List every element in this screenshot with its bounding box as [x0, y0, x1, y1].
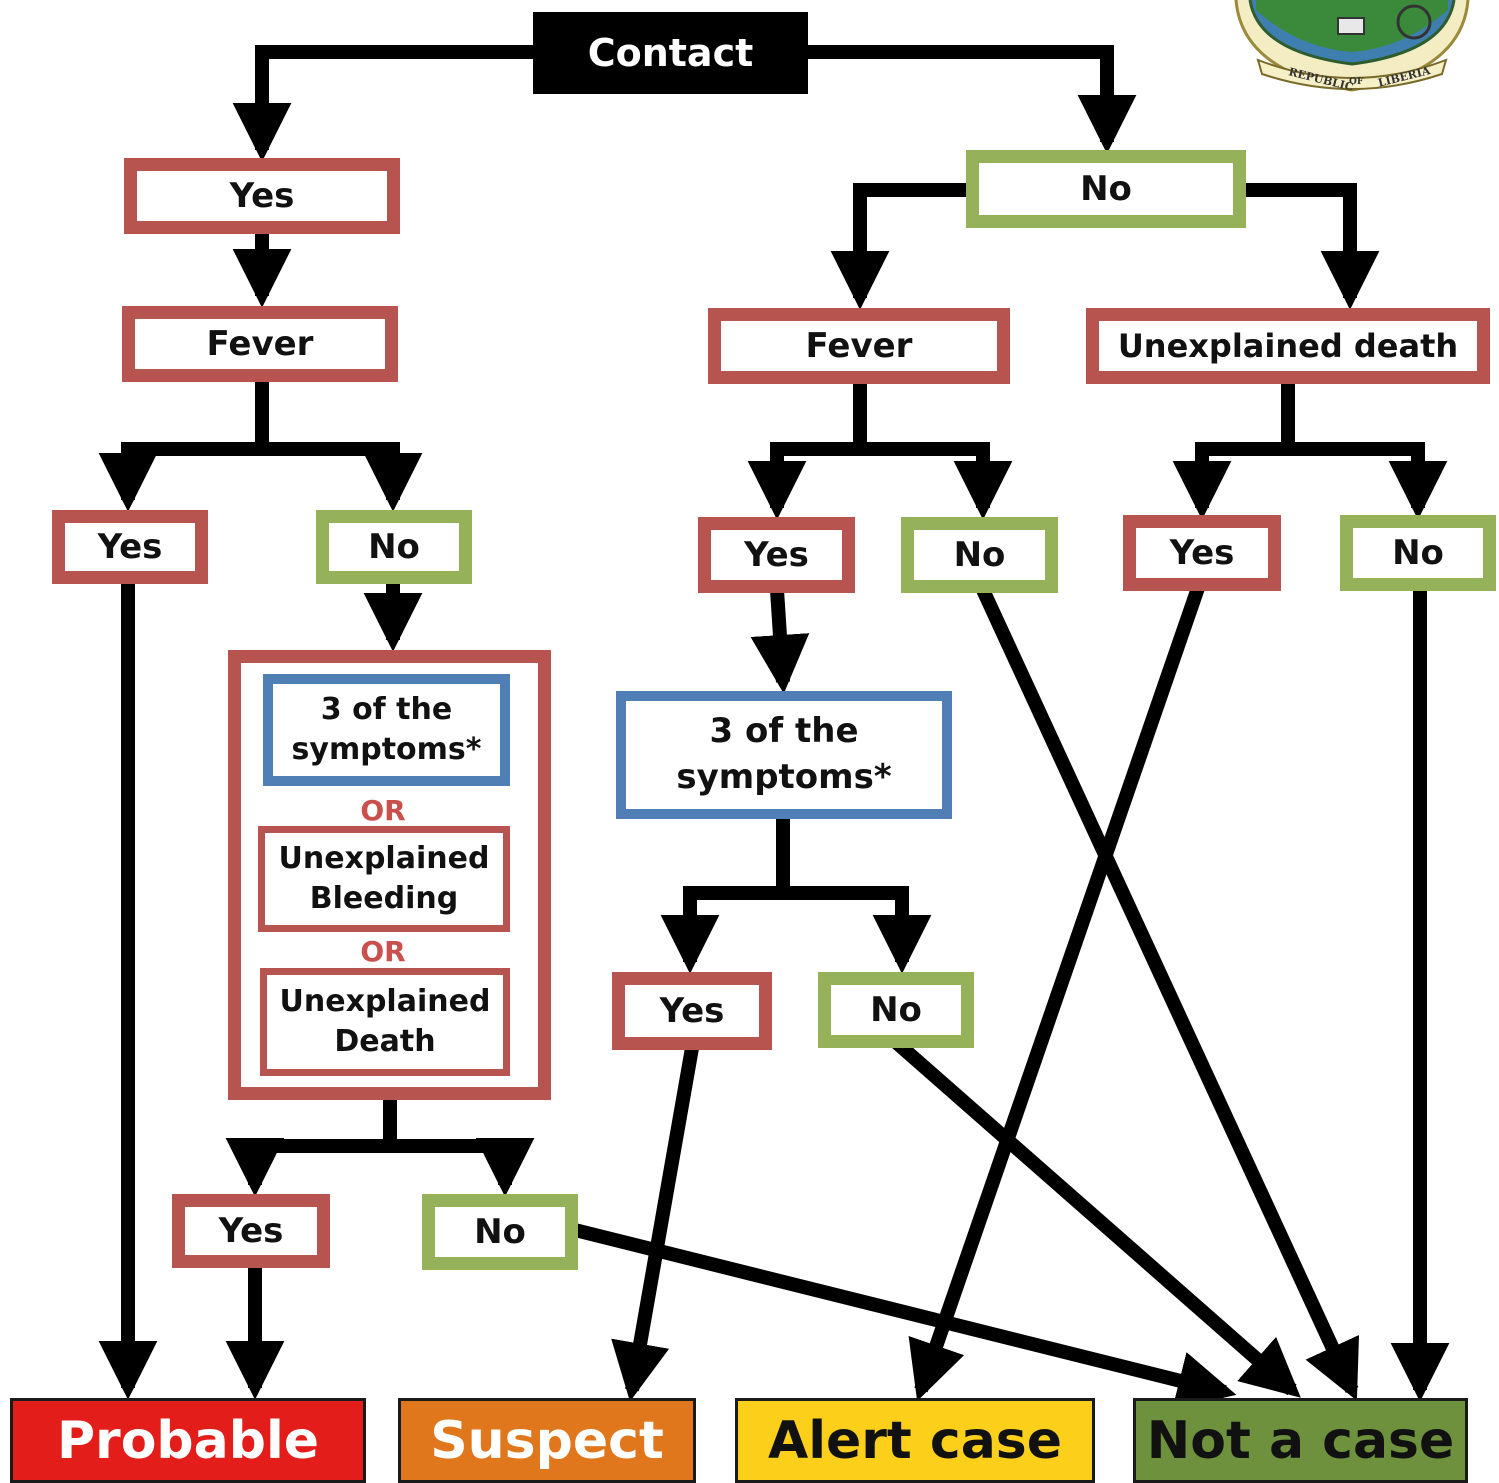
- arrow-symptoms-yes-suspect: [611, 1046, 699, 1402]
- mid-fever-yes-node: Yes: [698, 517, 855, 593]
- outcome-alert: Alert case: [735, 1398, 1095, 1483]
- arrow-contact-yes: [232, 45, 533, 162]
- outcome-suspect: Suspect: [398, 1398, 696, 1483]
- contact-node: Contact: [533, 12, 808, 94]
- group-or-2-label: OR: [360, 935, 406, 968]
- arrow-death-yes-alert: [908, 585, 1205, 1402]
- arrow-left-fever-split: [98, 378, 269, 512]
- arrow-contact-no: [808, 45, 1137, 154]
- group-no-node: No: [422, 1194, 578, 1270]
- group-or-1-label: OR: [360, 794, 406, 827]
- mid-fever-node: Fever: [708, 308, 1010, 384]
- group-symptoms-node: 3 of the symptoms*: [263, 674, 510, 786]
- mid-symptoms-yes-node: Yes: [612, 972, 772, 1050]
- arrow-mid-fever-split: [747, 380, 867, 520]
- arrow-no-split-right: [1238, 183, 1380, 310]
- arrow-death-split: [1172, 380, 1295, 520]
- arrow-group-split: [225, 1094, 397, 1197]
- group-bleeding-node: Unexplained Bleeding: [258, 826, 510, 932]
- contact-yes-node: Yes: [124, 158, 400, 234]
- outcome-not-a-case: Not a case: [1133, 1398, 1468, 1483]
- liberia-seal-logo: REPUBLIC OF LIBERIA: [1234, 0, 1470, 94]
- left-fever-no-node: No: [316, 510, 472, 584]
- group-yes-node: Yes: [172, 1194, 330, 1268]
- arrow-group-no-notcase: [573, 1223, 1237, 1410]
- arrow-symptoms-split: [660, 815, 790, 974]
- mid-fever-no-node: No: [901, 517, 1058, 593]
- group-death-node: Unexplained Death: [260, 968, 510, 1076]
- arrow-mid-no-notcase: [976, 587, 1359, 1401]
- mid-symptoms-node: 3 of the symptoms*: [616, 691, 952, 819]
- outcome-probable: Probable: [10, 1398, 366, 1483]
- left-fever-node: Fever: [122, 306, 398, 382]
- svg-text:OF: OF: [1349, 77, 1364, 87]
- arrow-mid-yes-symptoms: [750, 589, 810, 694]
- unexplained-death-node: Unexplained death: [1086, 308, 1490, 384]
- arrow-symptoms-no-notcase: [892, 1037, 1301, 1398]
- mid-symptoms-no-node: No: [818, 972, 974, 1048]
- left-fever-yes-node: Yes: [52, 510, 208, 584]
- arrow-no-split-left: [830, 183, 970, 310]
- death-no-node: No: [1340, 515, 1496, 591]
- contact-no-node: No: [966, 150, 1246, 228]
- death-yes-node: Yes: [1123, 515, 1281, 591]
